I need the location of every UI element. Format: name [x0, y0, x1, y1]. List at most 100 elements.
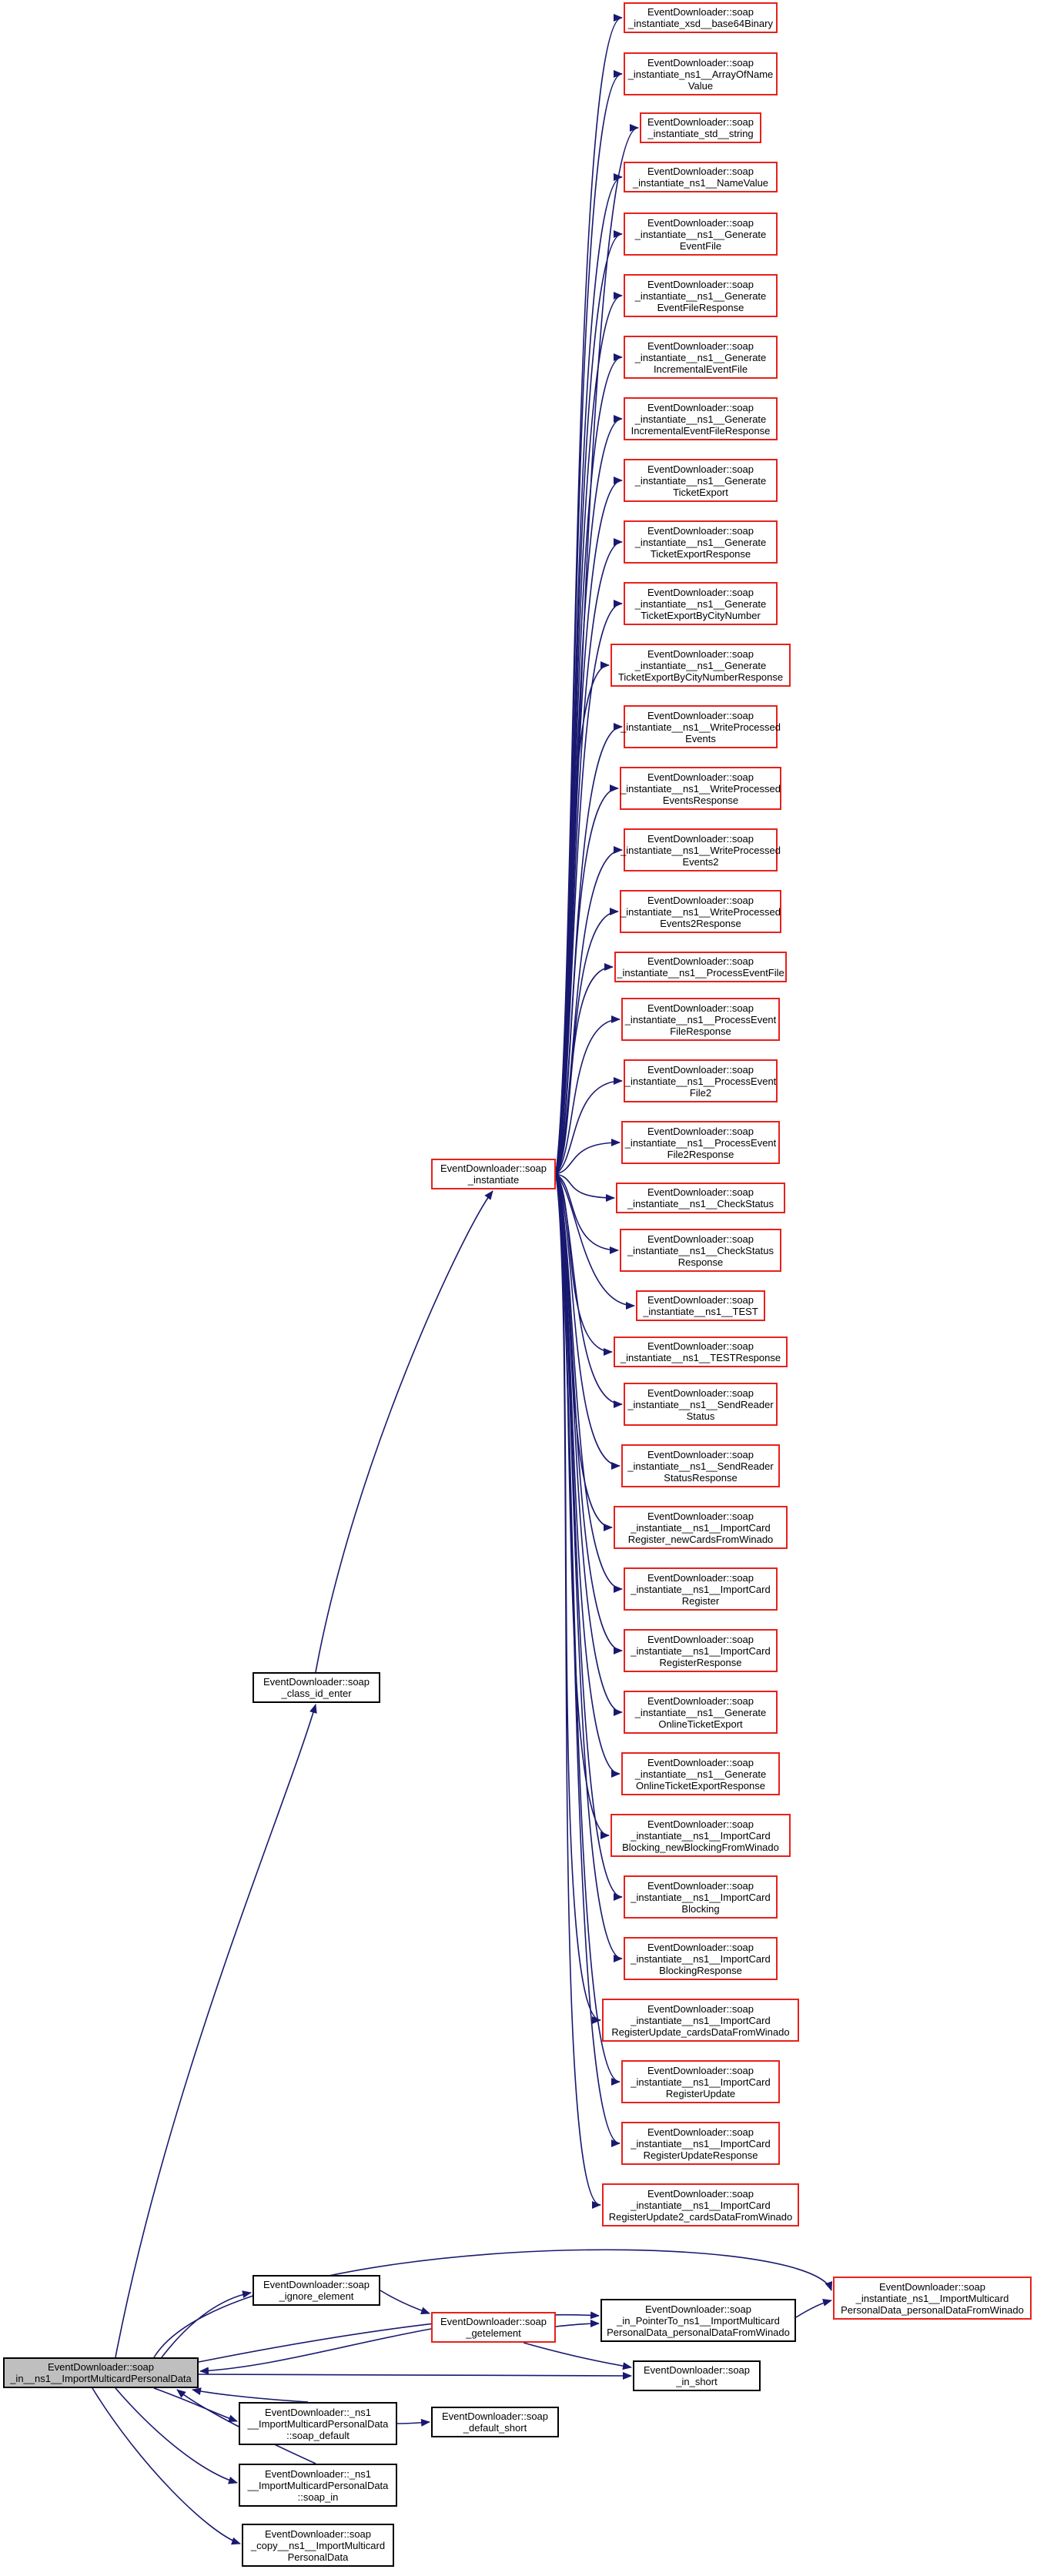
edge-root-to-soap-in — [115, 2387, 238, 2484]
node-instantiate-target-8[interactable]: EventDownloader::soap_instantiate__ns1__… — [624, 397, 778, 440]
edge-in-pointerto-to-instantiate-personal-data — [795, 2299, 832, 2318]
edge-getelement-to-in-pointerto — [555, 2320, 600, 2328]
edge-instantiate-to-target-12 — [555, 661, 610, 1175]
node-copy-import-multicard-personal-data[interactable]: EventDownloader::soap _copy__ns1__Import… — [242, 2524, 394, 2567]
node-line: _instantiate__ns1__ImportCard — [631, 1829, 771, 1842]
edge-instantiate-to-target-21 — [555, 1173, 615, 1202]
node-instantiate-target-26[interactable]: EventDownloader::soap_instantiate__ns1__… — [621, 1444, 780, 1487]
node-line: EventDownloader::soap — [643, 2364, 751, 2376]
node-line: _copy__ns1__ImportMulticard — [250, 2539, 386, 2551]
node-line: _instantiate__ns1__Generate — [634, 289, 767, 302]
node-instantiate-target-25[interactable]: EventDownloader::soap_instantiate__ns1__… — [624, 1383, 778, 1426]
node-instantiate-target-18[interactable]: EventDownloader::soap_instantiate__ns1__… — [621, 998, 780, 1041]
node-instantiate-target-15[interactable]: EventDownloader::soap_instantiate__ns1__… — [621, 828, 781, 871]
node-line: FileResponse — [670, 1025, 731, 1037]
node-line: _instantiate_xsd__base64Binary — [628, 18, 773, 29]
node-line: EventDownloader::soap — [647, 1340, 754, 1352]
node-instantiate-target-20[interactable]: EventDownloader::soap_instantiate__ns1__… — [621, 1121, 780, 1164]
node-line: File2Response — [667, 1148, 734, 1160]
node-instantiate-target-38[interactable]: EventDownloader::soap_instantiate__ns1__… — [602, 2183, 799, 2226]
node-line: _instantiate__ns1__CheckStatus — [627, 1198, 774, 1209]
node-line: EventDownloader::soap — [647, 709, 754, 721]
node-line: EventDownloader::soap — [647, 1448, 754, 1460]
node-line: _instantiate_ns1__ArrayOfName — [627, 68, 774, 80]
node-instantiate-target-33[interactable]: EventDownloader::soap_instantiate__ns1__… — [624, 1875, 778, 1919]
node-instantiate-target-3[interactable]: EventDownloader::soap_instantiate_std__s… — [640, 112, 761, 143]
edge-instantiate-to-target-15 — [555, 846, 623, 1175]
node-instantiate-target-14[interactable]: EventDownloader::soap_instantiate__ns1__… — [620, 767, 781, 810]
node-instantiate-target-6[interactable]: EventDownloader::soap_instantiate__ns1__… — [624, 274, 778, 317]
node-instantiate-target-13[interactable]: EventDownloader::soap_instantiate__ns1__… — [621, 705, 781, 748]
edge-soap-in-to-root — [176, 2389, 316, 2464]
node-instantiate-import-multicard-personal-data[interactable]: EventDownloader::soap _instantiate_ns1__… — [833, 2277, 1032, 2320]
node-line: EventDownloader::soap — [878, 2280, 986, 2293]
node-getelement[interactable]: EventDownloader::soap _getelement — [431, 2312, 556, 2343]
node-line: __ImportMulticardPersonalData — [247, 2417, 389, 2430]
edge-soap-default-to-root — [192, 2387, 309, 2403]
node-soap-default[interactable]: EventDownloader::_ns1 __ImportMulticardP… — [239, 2402, 397, 2445]
node-line: RegisterUpdate_cardsDataFromWinado — [611, 2026, 790, 2038]
node-class-id-enter[interactable]: EventDownloader::soap _class_id_enter — [253, 1672, 380, 1703]
node-line: EventDownloader::soap — [441, 2410, 549, 2422]
node-instantiate-target-30[interactable]: EventDownloader::soap_instantiate__ns1__… — [624, 1691, 778, 1734]
node-line: EventDownloader::soap — [647, 1002, 754, 1014]
node-line: Events — [685, 732, 716, 744]
node-soap-in[interactable]: EventDownloader::_ns1 __ImportMulticardP… — [239, 2464, 397, 2507]
node-line: _instantiate__ns1__ProcessEvent — [624, 1013, 777, 1025]
node-line: RegisterUpdate — [665, 2087, 736, 2099]
node-instantiate-target-34[interactable]: EventDownloader::soap_instantiate__ns1__… — [624, 1937, 778, 1980]
node-in-short[interactable]: EventDownloader::soap _in_short — [633, 2360, 761, 2391]
node-instantiate-target-37[interactable]: EventDownloader::soap_instantiate__ns1__… — [621, 2122, 780, 2165]
node-instantiate-target-19[interactable]: EventDownloader::soap_instantiate__ns1__… — [624, 1059, 778, 1102]
node-ignore-element[interactable]: EventDownloader::soap _ignore_element — [253, 2275, 380, 2306]
node-default-short[interactable]: EventDownloader::soap _default_short — [431, 2407, 559, 2437]
node-instantiate-target-27[interactable]: EventDownloader::soap_instantiate__ns1__… — [614, 1506, 788, 1549]
edge-instantiate-to-target-38 — [555, 1173, 601, 2209]
node-instantiate-target-32[interactable]: EventDownloader::soap_instantiate__ns1__… — [610, 1814, 791, 1857]
node-line: _instantiate__ns1__SendReader — [627, 1460, 774, 1472]
node-line: _instantiate__ns1__Generate — [634, 413, 767, 425]
node-instantiate-target-17[interactable]: EventDownloader::soap_instantiate__ns1__… — [614, 952, 787, 982]
node-line: File2 — [689, 1086, 712, 1099]
edge-class-id-enter-to-instantiate — [315, 1190, 493, 1673]
node-instantiate-target-9[interactable]: EventDownloader::soap_instantiate__ns1__… — [624, 459, 778, 502]
node-instantiate-target-28[interactable]: EventDownloader::soap_instantiate__ns1__… — [624, 1567, 778, 1611]
node-instantiate-target-12[interactable]: EventDownloader::soap_instantiate__ns1__… — [610, 644, 791, 687]
node-instantiate-target-21[interactable]: EventDownloader::soap_instantiate__ns1__… — [616, 1183, 785, 1213]
node-root-in-ns1-import-multicard-personal-data[interactable]: EventDownloader::soap _in__ns1__ImportMu… — [3, 2357, 199, 2388]
edge-instantiate-to-target-25 — [555, 1173, 623, 1408]
node-line: EventDownloader::soap — [647, 6, 754, 18]
node-line: _instantiate__ns1__ImportCard — [631, 1583, 771, 1595]
edge-instantiate-to-target-22 — [555, 1173, 619, 1254]
node-line: PersonalData_personalDataFromWinado — [841, 2303, 1024, 2316]
node-instantiate-target-29[interactable]: EventDownloader::soap_instantiate__ns1__… — [624, 1629, 778, 1672]
node-instantiate-target-36[interactable]: EventDownloader::soap_instantiate__ns1__… — [621, 2060, 780, 2103]
node-line: TicketExport — [673, 486, 728, 498]
node-line: _instantiate__ns1__ProcessEvent — [624, 1075, 777, 1087]
node-line: _in_PointerTo_ns1__ImportMulticard — [617, 2314, 780, 2327]
node-instantiate-target-2[interactable]: EventDownloader::soap_instantiate_ns1__A… — [624, 52, 778, 95]
node-line: EventDownloader::soap — [647, 463, 754, 475]
node-instantiate-target-10[interactable]: EventDownloader::soap_instantiate__ns1__… — [624, 520, 778, 564]
node-instantiate-target-1[interactable]: EventDownloader::soap_instantiate_xsd__b… — [624, 2, 778, 33]
node-instantiate-target-7[interactable]: EventDownloader::soap_instantiate__ns1__… — [624, 336, 778, 379]
node-line: EventDownloader::soap — [647, 1063, 754, 1076]
node-instantiate-target-22[interactable]: EventDownloader::soap_instantiate__ns1__… — [620, 1229, 781, 1272]
node-instantiate[interactable]: EventDownloader::soap _instantiate — [431, 1159, 556, 1189]
node-line: _instantiate__ns1__Generate — [634, 474, 767, 487]
node-line: _instantiate__ns1__TEST — [643, 1306, 758, 1317]
edge-instantiate-to-target-30 — [555, 1173, 623, 1716]
node-line: EventsResponse — [662, 794, 739, 806]
node-instantiate-target-11[interactable]: EventDownloader::soap_instantiate__ns1__… — [624, 582, 778, 625]
node-line: EventDownloader::soap — [647, 586, 754, 598]
node-instantiate-target-5[interactable]: EventDownloader::soap_instantiate__ns1__… — [624, 212, 778, 256]
node-instantiate-target-16[interactable]: EventDownloader::soap_instantiate__ns1__… — [620, 890, 781, 933]
node-instantiate-target-31[interactable]: EventDownloader::soap_instantiate__ns1__… — [621, 1752, 780, 1795]
node-line: _class_id_enter — [281, 1688, 352, 1699]
node-instantiate-target-4[interactable]: EventDownloader::soap_instantiate_ns1__N… — [624, 162, 778, 192]
node-instantiate-target-24[interactable]: EventDownloader::soap_instantiate__ns1__… — [614, 1337, 788, 1367]
node-instantiate-target-35[interactable]: EventDownloader::soap_instantiate__ns1__… — [602, 1999, 799, 2042]
edge-root-to-ignore-element — [161, 2290, 252, 2358]
node-instantiate-target-23[interactable]: EventDownloader::soap_instantiate__ns1__… — [636, 1290, 765, 1321]
node-in-pointerto-import-multicard-personal-data[interactable]: EventDownloader::soap _in_PointerTo_ns1_… — [600, 2299, 796, 2342]
